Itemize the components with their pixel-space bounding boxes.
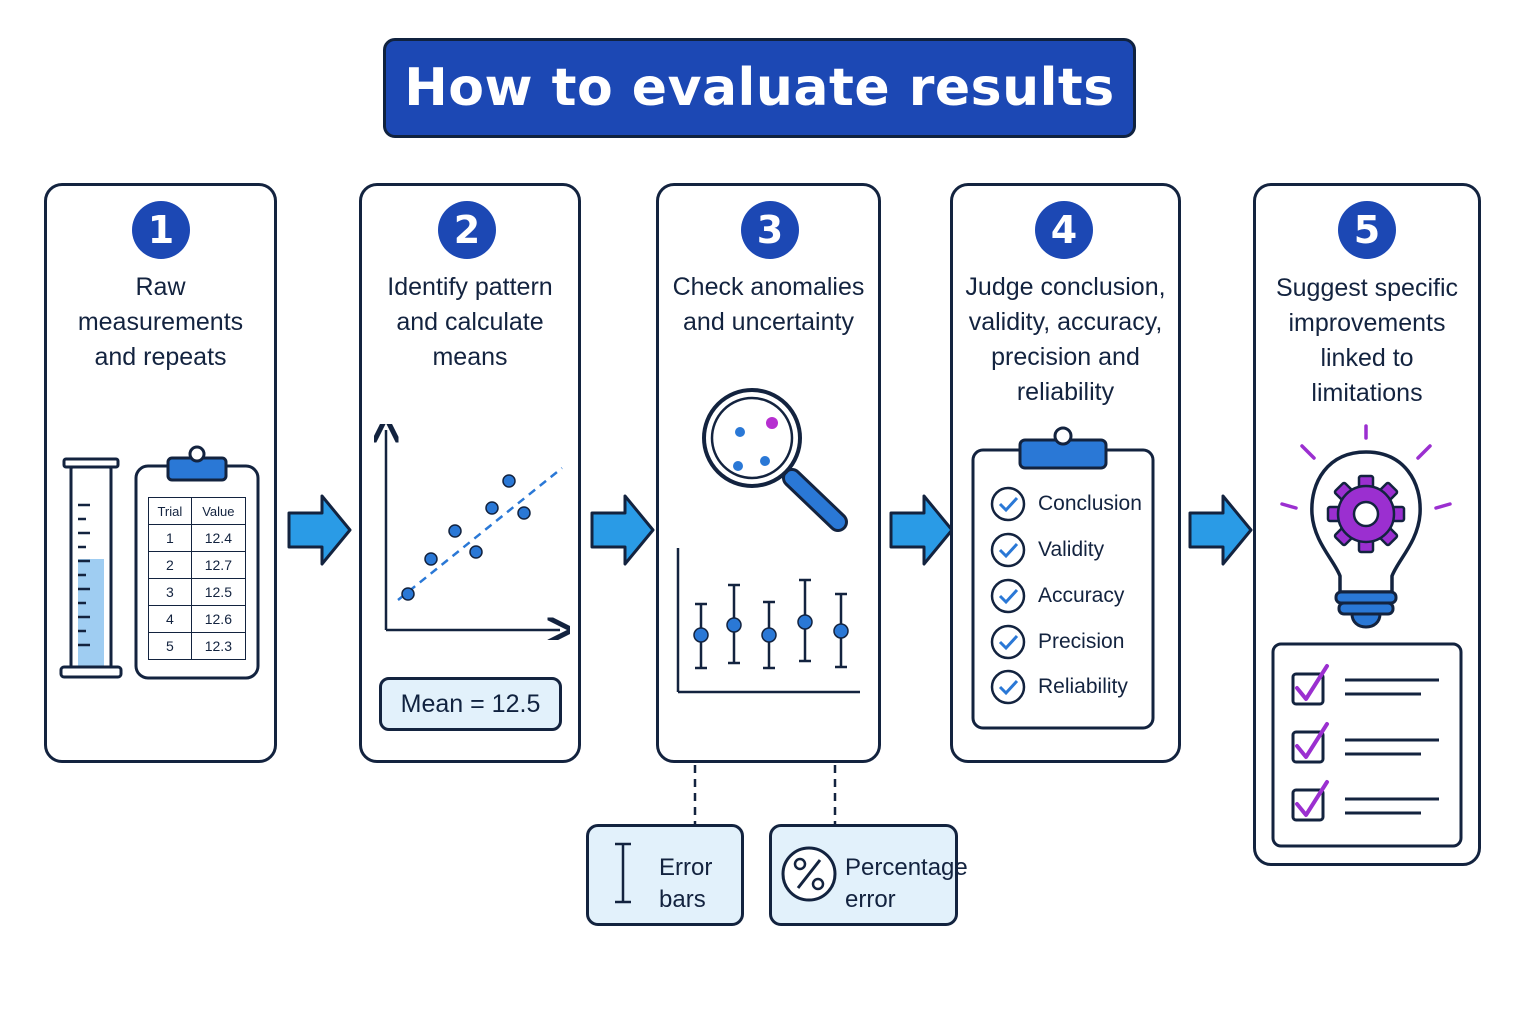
check-circle-icon (990, 624, 1026, 660)
lightbulb-gear-icon (1280, 424, 1452, 629)
check-circle-icon (990, 578, 1026, 614)
improvements-checklist-icon (1271, 642, 1463, 848)
table-row: 5 12.3 (148, 632, 247, 660)
mean-label: Mean = 12.5 (400, 689, 541, 718)
step-4-number: 4 (1035, 201, 1093, 259)
percentage-error-label: Percentage error (845, 854, 968, 913)
error-bars-label: Error bars (659, 854, 713, 913)
checklist-item: Precision (990, 624, 1124, 660)
error-bar-chart-icon (676, 548, 860, 694)
measuring-cylinder-icon (59, 457, 123, 679)
step-1-title: Raw measurements and repeats (77, 273, 244, 371)
data-table: Trial Value 1 12.4 2 12.7 3 12.5 4 12.6 … (148, 497, 247, 660)
step-4-title: Judge conclusion, validity, accuracy, pr… (965, 273, 1166, 406)
step-5-number: 5 (1338, 201, 1396, 259)
step-2-panel (359, 183, 581, 763)
check-circle-icon (990, 669, 1026, 705)
step-2-title: Identify pattern and calculate means (387, 273, 553, 371)
percent-icon (781, 846, 837, 902)
step-5-title: Suggest specific improvements linked to … (1275, 274, 1459, 407)
checklist-item: Validity (990, 532, 1104, 568)
checklist-item: Accuracy (990, 578, 1124, 614)
table-header-row: Trial Value (148, 497, 247, 525)
arrow-right-icon (590, 494, 655, 566)
arrow-right-icon (1188, 494, 1253, 566)
step-1-number: 1 (132, 201, 190, 259)
checklist-clipboard-icon (971, 426, 1155, 730)
checklist-item: Reliability (990, 669, 1128, 705)
table-row: 4 12.6 (148, 605, 247, 633)
check-circle-icon (990, 532, 1026, 568)
dashed-connector (693, 765, 837, 825)
table-row: 1 12.4 (148, 524, 247, 552)
table-row: 2 12.7 (148, 551, 247, 579)
table-row: 3 12.5 (148, 578, 247, 606)
mean-result-box: Mean = 12.5 (379, 677, 562, 731)
error-bars-box (586, 824, 744, 926)
title-banner: How to evaluate results (383, 38, 1136, 138)
arrow-right-icon (287, 494, 352, 566)
magnifying-glass-icon (702, 388, 848, 532)
step-2-number: 2 (438, 201, 496, 259)
page-title: How to evaluate results (404, 58, 1115, 118)
error-bar-icon (615, 842, 631, 904)
checklist-item: Conclusion (990, 486, 1142, 522)
arrow-right-icon (889, 494, 954, 566)
scatter-trend-graph-icon (374, 424, 570, 640)
step-3-number: 3 (741, 201, 799, 259)
step-3-title: Check anomalies and uncertainty (672, 273, 865, 336)
check-circle-icon (990, 486, 1026, 522)
